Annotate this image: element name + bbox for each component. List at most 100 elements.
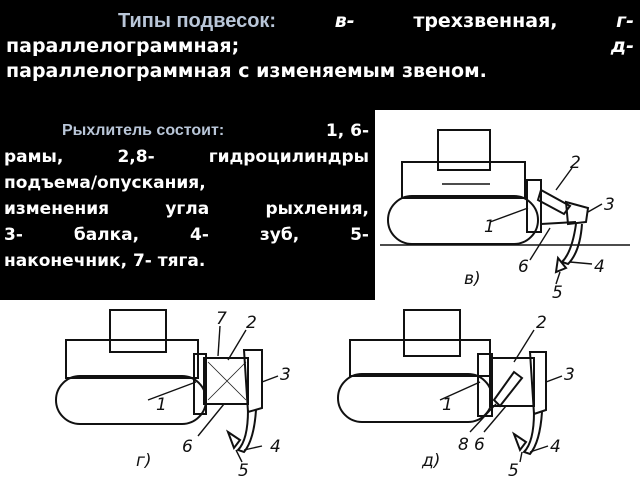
diagram-v-three-link: 1 2 3 4 5 6 в) [380, 112, 640, 302]
leader-1 [147, 381, 197, 401]
leader-5 [519, 451, 523, 463]
hydraulic-cylinder [492, 370, 524, 408]
ripper-tooth [522, 411, 543, 456]
diagram-g-parallelogram: 1 2 3 4 5 6 7 г) [48, 300, 318, 480]
lower-link [540, 221, 577, 225]
label-8: 8 [458, 435, 469, 455]
banner-text-2: параллелограммная; [6, 35, 240, 57]
tractor-body [65, 339, 199, 379]
ripper-text: 2,8- [117, 147, 155, 167]
ripper-line-5: 3- балка, 4- зуб, 5- [4, 222, 369, 248]
label-2: 2 [536, 313, 547, 333]
caption-g: г) [136, 451, 152, 471]
leader-4 [529, 445, 549, 453]
leader-4 [243, 445, 263, 451]
ripper-tip [225, 429, 242, 451]
leader-2 [227, 329, 247, 361]
frame-hatch [207, 361, 247, 401]
label-6: 6 [518, 257, 529, 277]
leader-5 [555, 271, 561, 285]
ripper-text: наконечник, 7- тяга. [4, 251, 206, 271]
leader-3 [587, 203, 603, 213]
suspension-types-banner: Типы подвесок: в- трехзвенная, г- паралл… [0, 0, 640, 110]
label-4: 4 [594, 257, 605, 277]
crawler-track [387, 195, 539, 245]
leader-1 [439, 381, 481, 401]
ripper-text: рамы, [4, 147, 64, 167]
leader-5 [235, 449, 243, 463]
leader-1 [489, 207, 529, 223]
label-7: 7 [216, 309, 227, 329]
ripper-text: 4- [190, 225, 209, 245]
label-3: 3 [564, 365, 575, 385]
label-1: 1 [156, 395, 167, 415]
banner-letter-v: в- [334, 10, 355, 32]
ripper-beam [564, 200, 590, 226]
leader-4 [569, 261, 593, 265]
label-4: 4 [550, 437, 561, 457]
tractor-body [401, 161, 526, 199]
ripper-text: подъема/опускания, [4, 173, 206, 193]
ripper-line-6: наконечник, 7- тяга. [4, 248, 369, 274]
ripper-beam [528, 351, 547, 416]
leader-7 [217, 325, 221, 357]
ripper-text: угла [165, 199, 210, 219]
leader-8 [469, 403, 497, 433]
ripper-tip [554, 255, 568, 274]
label-1: 1 [442, 395, 453, 415]
caption-v: в) [464, 269, 481, 289]
ripper-text: гидроцилиндры [208, 147, 369, 167]
ripper-line-1: Рыхлитель состоит: 1, 6- [4, 118, 369, 144]
label-2: 2 [246, 313, 257, 333]
label-5: 5 [238, 461, 249, 480]
ripper-text: изменения [4, 199, 110, 219]
label-1: 1 [484, 217, 495, 237]
mount-frame [193, 353, 207, 415]
leader-6 [197, 403, 225, 437]
ripper-line-3: подъема/опускания, [4, 170, 369, 196]
tractor-body [349, 339, 491, 377]
ripper-tooth [236, 409, 257, 454]
tractor-cab [109, 309, 167, 353]
ripper-title: Рыхлитель состоит: [62, 122, 225, 139]
hydraulic-cylinder [536, 188, 572, 216]
label-4: 4 [270, 437, 281, 457]
leader-2 [555, 167, 573, 191]
banner-line-1: Типы подвесок: в- трехзвенная, г- [6, 9, 634, 34]
ripper-text: балка, [73, 225, 140, 245]
label-2: 2 [570, 153, 581, 173]
diagram-g-svg: 1 2 3 4 5 6 7 г) [55, 309, 291, 480]
ripper-line-2: рамы, 2,8- гидроцилиндры [4, 144, 369, 170]
ripper-text: зуб, [259, 225, 300, 245]
banner-line-2: параллелограммная; д- [6, 34, 634, 59]
ripper-tooth [560, 223, 583, 266]
label-3: 3 [280, 365, 291, 385]
leader-2 [513, 329, 535, 363]
leader-6 [483, 405, 507, 433]
banner-text-3: параллелограммная с изменяемым звеном. [6, 60, 487, 82]
ripper-line-4: изменения угла рыхления, [4, 196, 369, 222]
ripper-tip [511, 431, 528, 453]
label-6: 6 [182, 437, 193, 457]
tractor-cab [403, 309, 461, 357]
label-5: 5 [508, 461, 519, 480]
caption-d: д) [421, 451, 440, 471]
label-6: 6 [474, 435, 485, 455]
leader-3 [545, 375, 563, 383]
ripper-beam [242, 349, 263, 414]
ripper-line1-end: 1, 6- [325, 121, 369, 141]
parallelogram-frame [489, 357, 535, 407]
mount-frame [526, 179, 542, 233]
diagram-d-svg: 1 2 3 4 5 6 8 д) [337, 309, 575, 480]
banner-line-3: параллелограммная с изменяемым звеном. [6, 59, 634, 84]
leader-3 [261, 375, 279, 383]
ripper-text: 5- [350, 225, 369, 245]
diagram-d-variable-link: 1 2 3 4 5 6 8 д) [330, 300, 630, 480]
banner-letter-d: д- [610, 35, 634, 57]
banner-text-1: трехзвенная, [413, 10, 558, 32]
label-3: 3 [604, 195, 615, 215]
crawler-track [337, 373, 493, 423]
leader-6 [529, 227, 551, 261]
diagram-v-svg: 1 2 3 4 5 6 в) [380, 129, 630, 302]
banner-title: Типы подвесок: [118, 10, 277, 32]
